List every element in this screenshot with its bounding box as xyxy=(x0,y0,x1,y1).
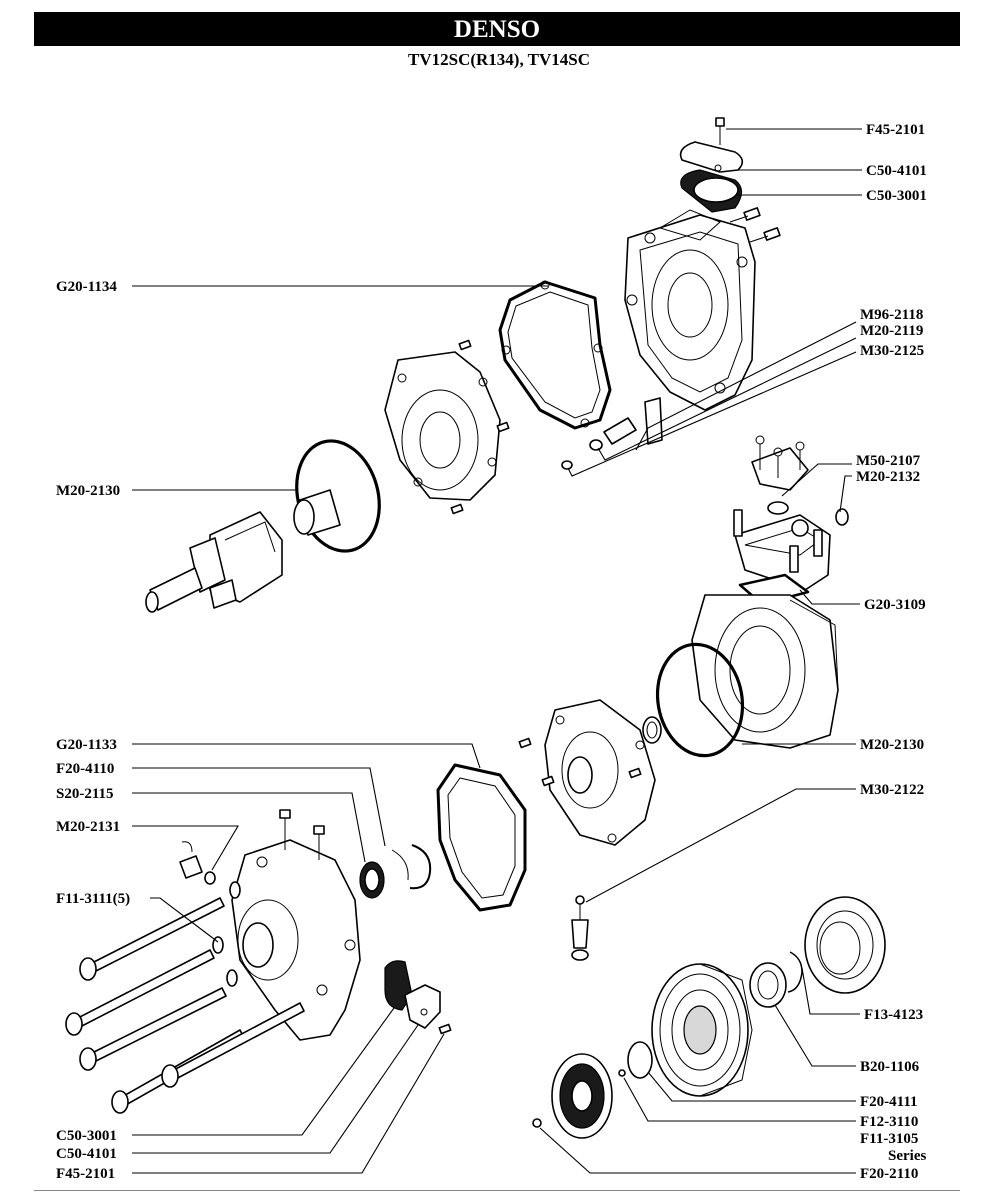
housing-top-bolts xyxy=(279,809,325,860)
label-f20-4111: F20-4111 xyxy=(860,1094,918,1110)
label-m20-2130-mid: M20-2130 xyxy=(860,737,924,753)
shaft-seal-parts xyxy=(359,844,432,899)
field-coil xyxy=(804,896,886,994)
label-g20-1134: G20-1134 xyxy=(56,279,117,295)
needle-bearing-mid xyxy=(642,716,662,744)
label-f11-3111: F11-3111(5) xyxy=(56,891,130,907)
label-m20-2119: M20-2119 xyxy=(860,323,923,339)
label-b20-1106: B20-1106 xyxy=(860,1059,920,1075)
label-f45-2101-top: F45-2101 xyxy=(866,122,925,138)
leader-lines xyxy=(132,128,862,1174)
label-m30-2125: M30-2125 xyxy=(860,343,924,359)
small-fitting-m20-2131 xyxy=(179,841,216,885)
cover-plate-top xyxy=(679,141,744,213)
gasket-g20-1133 xyxy=(436,763,527,912)
label-f11-3105: F11-3105 xyxy=(860,1131,918,1147)
through-bolts xyxy=(65,897,305,1114)
label-m50-2107: M50-2107 xyxy=(856,453,921,469)
brand-title: DENSO xyxy=(453,16,541,43)
label-c50-3001-bottom: C50-3001 xyxy=(56,1128,117,1144)
label-f12-3110: F12-3110 xyxy=(860,1114,918,1130)
valve-plate-pins xyxy=(450,339,510,515)
shaft-rotor xyxy=(145,511,283,613)
pulley xyxy=(651,963,753,1097)
label-f20-2110: F20-2110 xyxy=(860,1166,918,1182)
label-m20-2132: M20-2132 xyxy=(856,469,920,485)
snap-ring-f13 xyxy=(787,951,803,993)
check-valve-parts xyxy=(561,397,663,470)
cover-plate-bottom xyxy=(384,960,452,1035)
plate-pins-mid xyxy=(518,737,642,787)
label-g20-3109: G20-3109 xyxy=(864,597,926,613)
pulley-bearing xyxy=(749,962,787,1008)
o-ring-m20-2130-top xyxy=(295,439,381,553)
label-f13-4123: F13-4123 xyxy=(864,1007,923,1023)
label-f45-2101-bottom: F45-2101 xyxy=(56,1166,115,1182)
small-bolts-top xyxy=(729,207,781,243)
washers-left xyxy=(212,881,241,987)
label-c50-4101-top: C50-4101 xyxy=(866,163,927,179)
label-c50-3001-top: C50-3001 xyxy=(866,188,927,204)
label-m96-2118: M96-2118 xyxy=(860,307,923,323)
label-m30-2122: M30-2122 xyxy=(860,782,924,798)
header-bar: DENSO xyxy=(34,12,960,46)
snap-ring-f20-4111 xyxy=(627,1041,653,1079)
label-series: Series xyxy=(888,1148,926,1164)
label-m20-2130-top: M20-2130 xyxy=(56,483,120,499)
control-valve-assembly xyxy=(733,435,849,591)
label-g20-1133: G20-1133 xyxy=(56,737,117,753)
model-subtitle: TV12SC(R134), TV14SC xyxy=(408,50,590,69)
label-c50-4101-bottom: C50-4101 xyxy=(56,1146,117,1162)
part-labels: F45-2101 C50-4101 C50-3001 G20-1134 M96-… xyxy=(56,122,927,1182)
valve-m30-2122 xyxy=(571,895,589,961)
gasket-g20-1134 xyxy=(498,280,612,430)
cylinder-block xyxy=(691,594,839,749)
needle-bearing xyxy=(293,489,341,536)
o-ring-m20-2130-mid xyxy=(655,642,745,758)
clutch-hub xyxy=(532,1053,613,1139)
label-s20-2115: S20-2115 xyxy=(56,786,114,802)
rear-head-housing xyxy=(624,209,756,411)
label-f20-4110: F20-4110 xyxy=(56,761,114,777)
valve-plate xyxy=(384,351,501,501)
bottom-divider xyxy=(34,1190,960,1191)
front-valve-plate xyxy=(544,699,656,846)
shim-f12-3110 xyxy=(618,1069,626,1077)
front-housing xyxy=(231,839,361,1041)
bolt-top xyxy=(715,117,725,145)
label-m20-2131: M20-2131 xyxy=(56,819,120,835)
